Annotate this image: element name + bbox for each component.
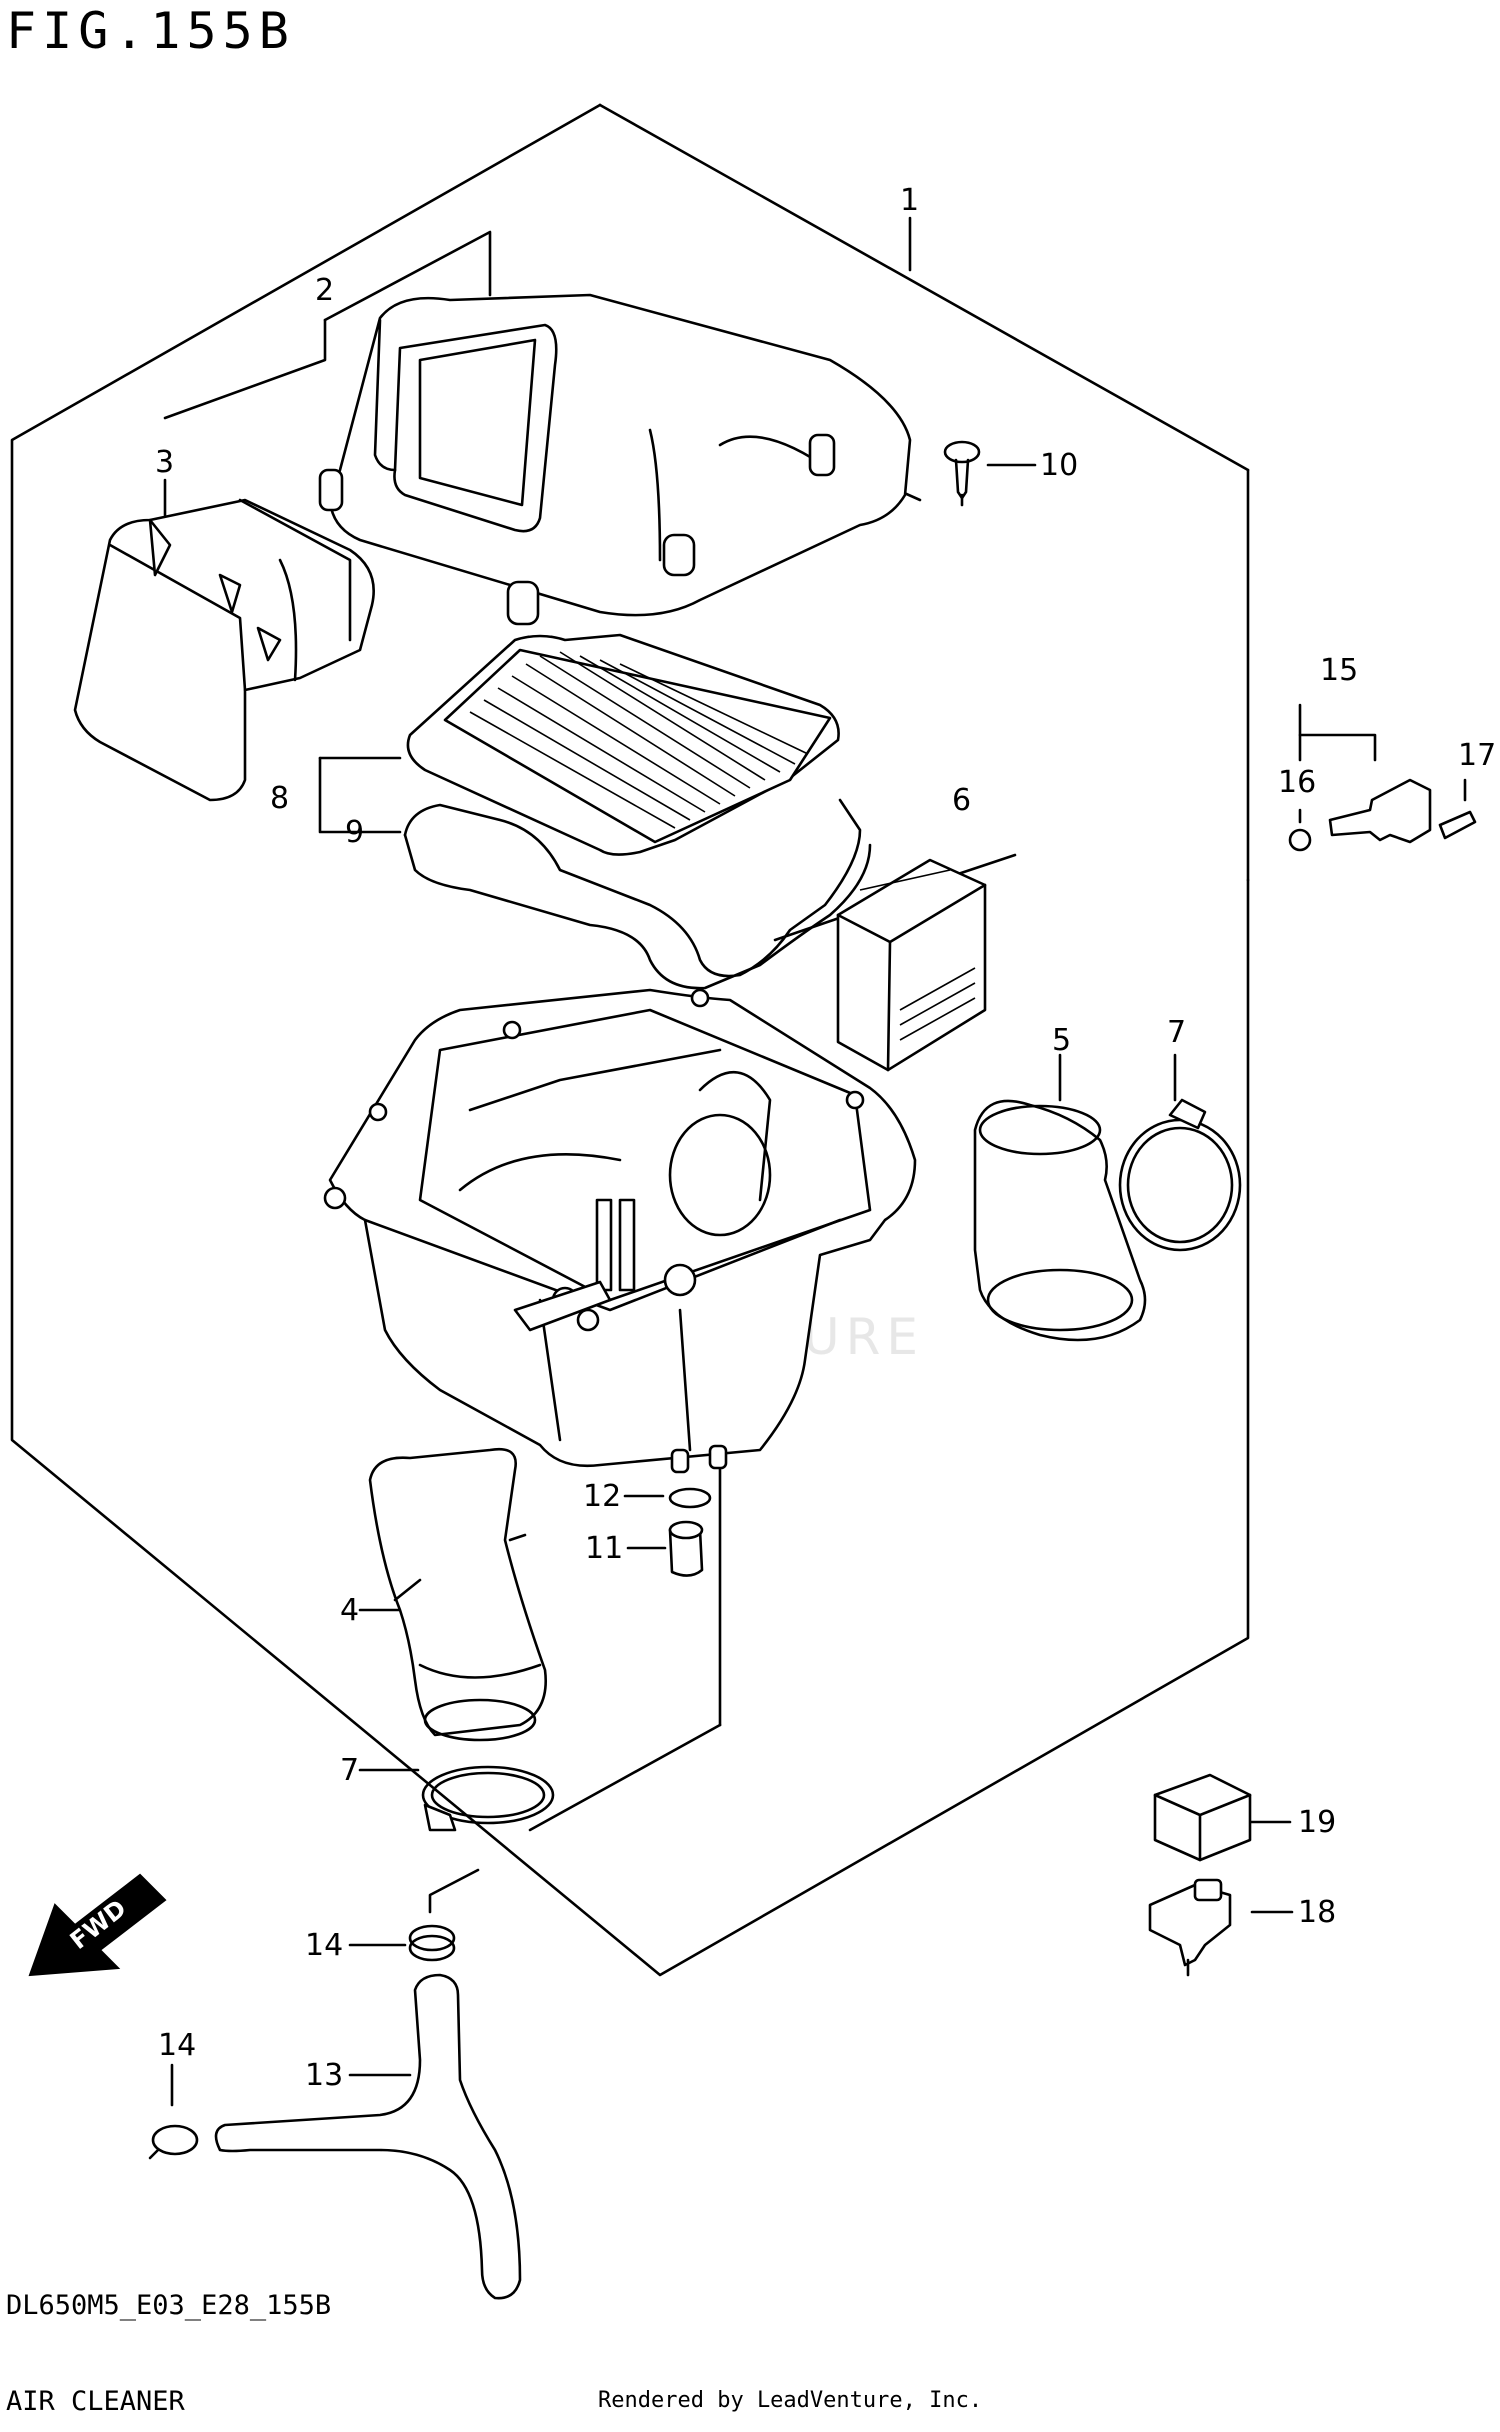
part-8-filter-element — [406, 633, 840, 856]
part-19-cap — [1153, 1773, 1252, 1862]
figure-title: FIG.155B — [6, 2, 295, 60]
air-box-housing — [323, 988, 917, 1474]
part-7-clamp-upper — [1118, 1098, 1242, 1252]
callout-19: 19 — [1298, 1805, 1336, 1840]
callout-labels: 1 2 3 4 5 6 7 7 8 9 10 11 12 13 14 14 15… — [155, 183, 1496, 2093]
part-14-hose-clip-upper — [408, 1924, 456, 1962]
part-10-screw — [943, 440, 981, 500]
part-15-sensor — [1288, 778, 1477, 852]
callout-16: 16 — [1278, 765, 1316, 800]
callout-10: 10 — [1040, 448, 1078, 483]
assembly-frame — [10, 103, 1250, 1977]
callout-13: 13 — [305, 2058, 343, 2093]
callout-12: 12 — [583, 1479, 621, 1514]
callout-6: 6 — [952, 783, 971, 818]
part-2-cover — [318, 293, 912, 626]
callout-5: 5 — [1052, 1023, 1071, 1058]
part-3-intake-duct — [73, 498, 375, 802]
part-13-hose — [214, 1973, 522, 2300]
fwd-arrow-icon: FWD — [28, 1873, 167, 1977]
part-18-sensor — [1148, 1878, 1232, 1977]
diagram-caption: AIR CLEANER — [6, 2386, 185, 2417]
part-9-gasket — [403, 798, 872, 990]
callout-3: 3 — [155, 445, 174, 480]
callout-15: 15 — [1320, 653, 1358, 688]
part-7-clamp-lower — [421, 1765, 555, 1832]
model-code: DL650M5_E03_E28_155B — [6, 2290, 332, 2321]
callout-18: 18 — [1298, 1895, 1336, 1930]
callout-9: 9 — [345, 815, 364, 850]
callout-11: 11 — [585, 1531, 623, 1566]
callout-8: 8 — [270, 781, 289, 816]
callout-17: 17 — [1458, 738, 1496, 773]
part-5-funnel — [973, 1099, 1147, 1342]
part-12-clip — [668, 1487, 712, 1509]
part-6-element-block — [836, 858, 987, 1072]
callout-4: 4 — [340, 1593, 359, 1628]
part-11-drain-cap — [668, 1520, 704, 1577]
callout-7-lower: 7 — [340, 1753, 359, 1788]
callout-1: 1 — [900, 183, 919, 218]
part-4-outlet-duct — [368, 1447, 547, 1742]
leader-lines — [163, 216, 1467, 2107]
rendered-by-credit: Rendered by LeadVenture, Inc. — [598, 2388, 983, 2413]
part-14-hose-clip-lower — [148, 2124, 199, 2160]
callout-2: 2 — [315, 273, 334, 308]
callout-14-upper: 14 — [305, 1928, 343, 1963]
callout-7-upper: 7 — [1167, 1015, 1186, 1050]
callout-14-lower: 14 — [158, 2028, 196, 2063]
